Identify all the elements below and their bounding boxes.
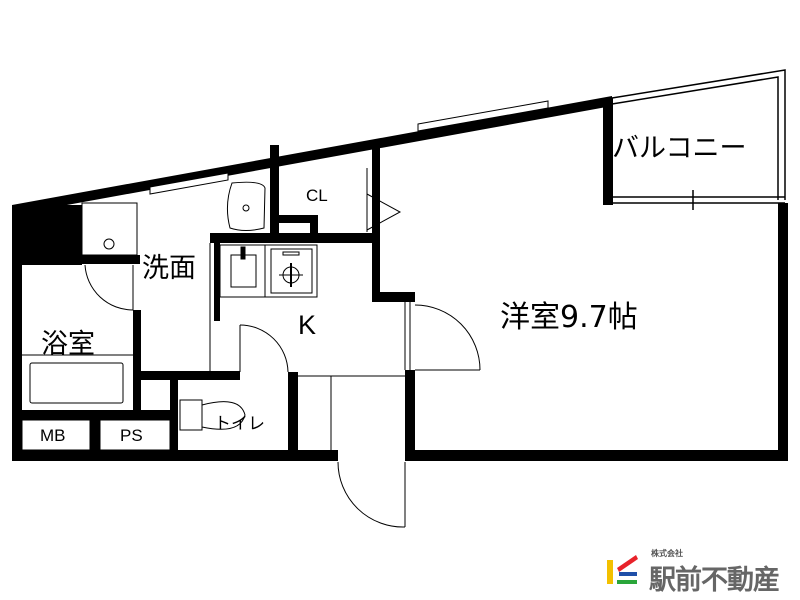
room-label-closet: CL xyxy=(306,186,328,205)
room-label-balcony: バルコニー xyxy=(612,133,747,164)
company-name: 駅前不動産 xyxy=(649,565,780,596)
stove-icon xyxy=(270,248,313,294)
kitchen-sink-icon xyxy=(230,254,257,288)
room-label-pipe-space: PS xyxy=(120,426,143,445)
fixtures xyxy=(21,181,318,451)
doors xyxy=(84,193,481,528)
interior-walls xyxy=(12,145,415,460)
room-label-toilet: トイレ xyxy=(214,414,265,434)
room-label-meter-box: MB xyxy=(40,426,66,445)
room-label-bathroom: 浴室 xyxy=(41,329,95,360)
company-subtitle: 株式会社 xyxy=(651,549,683,558)
partitions xyxy=(22,168,411,450)
room-label-western-room: 洋室9.7帖 xyxy=(500,300,638,335)
company-logo-mark xyxy=(607,555,638,584)
room-label-kitchen: K xyxy=(298,310,317,340)
wash-basin-icon xyxy=(226,181,266,231)
windows xyxy=(149,100,549,195)
balcony-railing xyxy=(611,69,786,210)
room-label-washroom: 洗面 xyxy=(142,253,196,284)
toilet-icon xyxy=(179,399,203,431)
